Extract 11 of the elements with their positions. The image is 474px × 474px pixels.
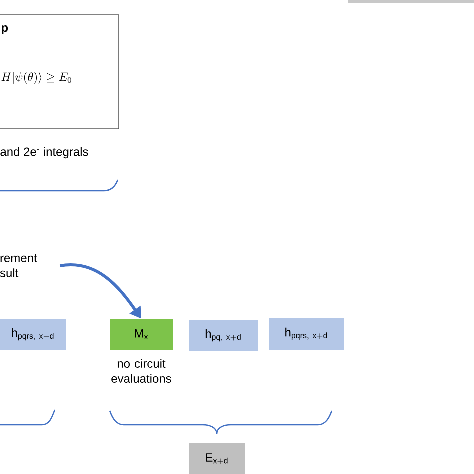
formula: $H|\psi(\theta)\rangle \geq E_0$ — [2, 72, 72, 84]
term-box: $\mathrm{h}_{\mathrm{pqrs,\ x+d}}$ — [269, 318, 344, 350]
term-box: $\mathrm{E}_{\mathrm{x+d}}$ — [189, 444, 245, 474]
heading: p — [2, 26, 8, 34]
term-box: $\mathrm{M}_{\mathrm{x}}$ — [110, 319, 173, 350]
text-label: rement sult — [0, 254, 38, 278]
term-box: $\mathrm{h}_{\mathrm{pqrs,\ x-d}}$ — [0, 319, 66, 350]
text-label: and 2e$^{-}$ integrals — [0, 147, 88, 159]
term-box: $\mathrm{h}_{\mathrm{pq,\ x+d}}$ — [189, 320, 258, 351]
node-label: no circuit evaluations — [112, 359, 172, 383]
bar — [348, 0, 474, 3]
